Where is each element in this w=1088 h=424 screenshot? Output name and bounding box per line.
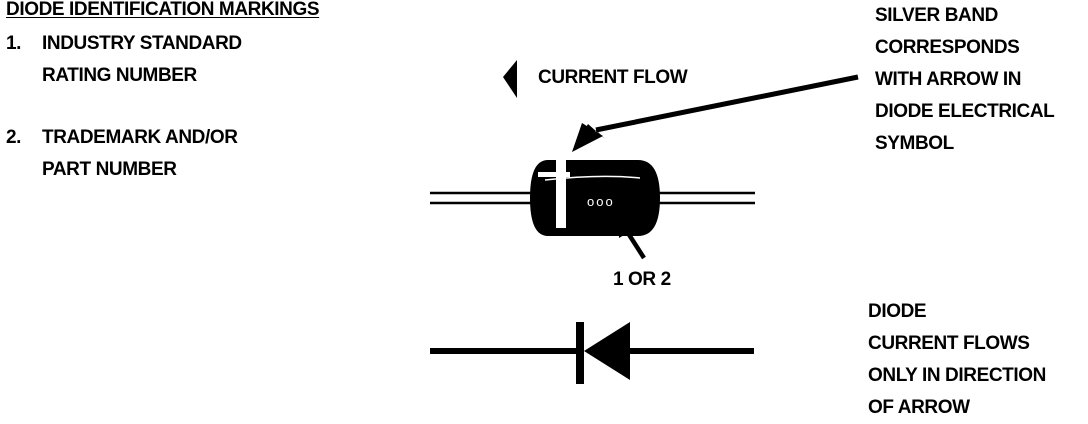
diode-note: DIODE CURRENT FLOWS ONLY IN DIRECTION OF… [868, 296, 1046, 424]
marking-number: 1. [6, 33, 22, 54]
markings-list: 1. INDUSTRY STANDARD RATING NUMBER 2. TR… [6, 28, 242, 186]
diagram-title: DIODE IDENTIFICATION MARKINGS [6, 0, 320, 20]
marking-text: PART NUMBER [42, 159, 177, 180]
silver-band-note-line: SILVER BAND [875, 5, 998, 26]
silver-band [538, 160, 570, 228]
diode-symbol [430, 322, 754, 384]
marking-item-2-line-2: PART NUMBER [6, 154, 242, 186]
marking-item-2-line-1: 2. TRADEMARK AND/OR [6, 122, 242, 154]
marking-item-1-line-1: 1. INDUSTRY STANDARD [6, 28, 242, 60]
marking-text: RATING NUMBER [42, 65, 197, 86]
current-flow-arrow-icon [503, 60, 517, 98]
diode-note-line: CURRENT FLOWS [868, 333, 1030, 354]
diode-symbol-arrow-icon [584, 322, 630, 380]
diode-body-highlight [544, 175, 641, 181]
silver-band-note-line: WITH ARROW IN [875, 69, 1022, 90]
silver-band-note-line: DIODE ELECTRICAL [875, 101, 1055, 122]
body-marking-text: ooo [587, 194, 615, 209]
current-flow-label: CURRENT FLOW [538, 67, 688, 88]
marking-text: TRADEMARK AND/OR [42, 127, 238, 148]
diode-note-line: OF ARROW [868, 397, 970, 418]
diode-note-line: ONLY IN DIRECTION [868, 365, 1046, 386]
diode-note-line: DIODE [868, 301, 927, 322]
silver-band-note-line: CORRESPONDS [875, 37, 1020, 58]
diode-lead-left [430, 191, 532, 205]
marking-callout-label: 1 OR 2 [613, 269, 671, 290]
marking-text: INDUSTRY STANDARD [42, 33, 242, 54]
marking-item-1-line-2: RATING NUMBER [6, 60, 242, 92]
silver-band-note-line: SYMBOL [875, 133, 954, 154]
diode-lead-right [655, 191, 755, 205]
silver-band-pointer [572, 74, 859, 152]
marking-number: 2. [6, 127, 22, 148]
silver-band-note: SILVER BAND CORRESPONDS WITH ARROW IN DI… [875, 0, 1055, 160]
marking-pointer [618, 216, 646, 260]
